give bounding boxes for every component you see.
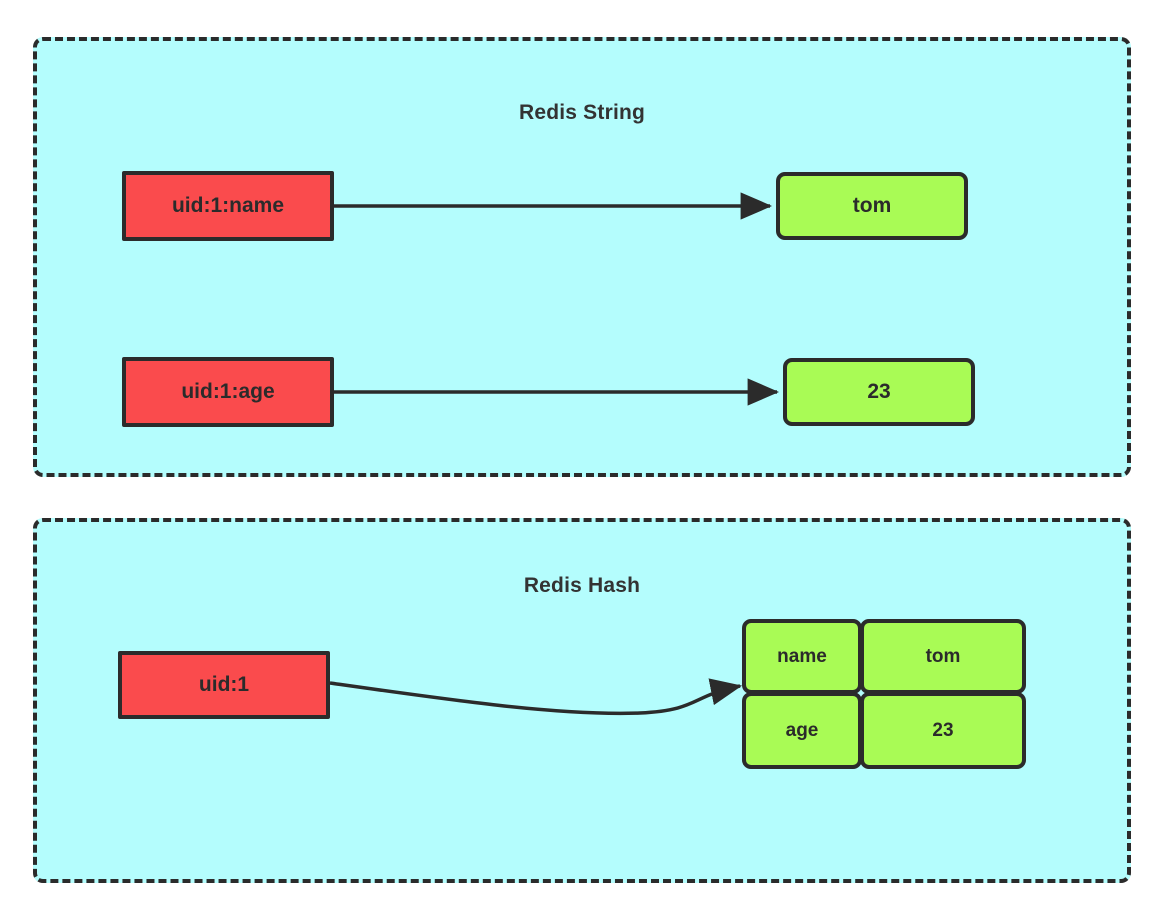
key-box-uid-1-name[interactable]: uid:1:name: [122, 171, 334, 241]
value-box-tom[interactable]: tom: [776, 172, 968, 240]
value-box-23[interactable]: 23: [783, 358, 975, 426]
hash-field-name[interactable]: name: [742, 619, 862, 694]
panel-redis-hash-title: Redis Hash: [523, 574, 641, 597]
hash-field-age[interactable]: age: [742, 692, 862, 769]
hash-table: name tom age 23: [742, 619, 1026, 769]
key-box-uid-1-age[interactable]: uid:1:age: [122, 357, 334, 427]
key-box-uid-1[interactable]: uid:1: [118, 651, 330, 719]
panel-redis-string-title: Redis String: [518, 101, 646, 124]
hash-value-23[interactable]: 23: [860, 692, 1026, 769]
hash-value-tom[interactable]: tom: [860, 619, 1026, 694]
